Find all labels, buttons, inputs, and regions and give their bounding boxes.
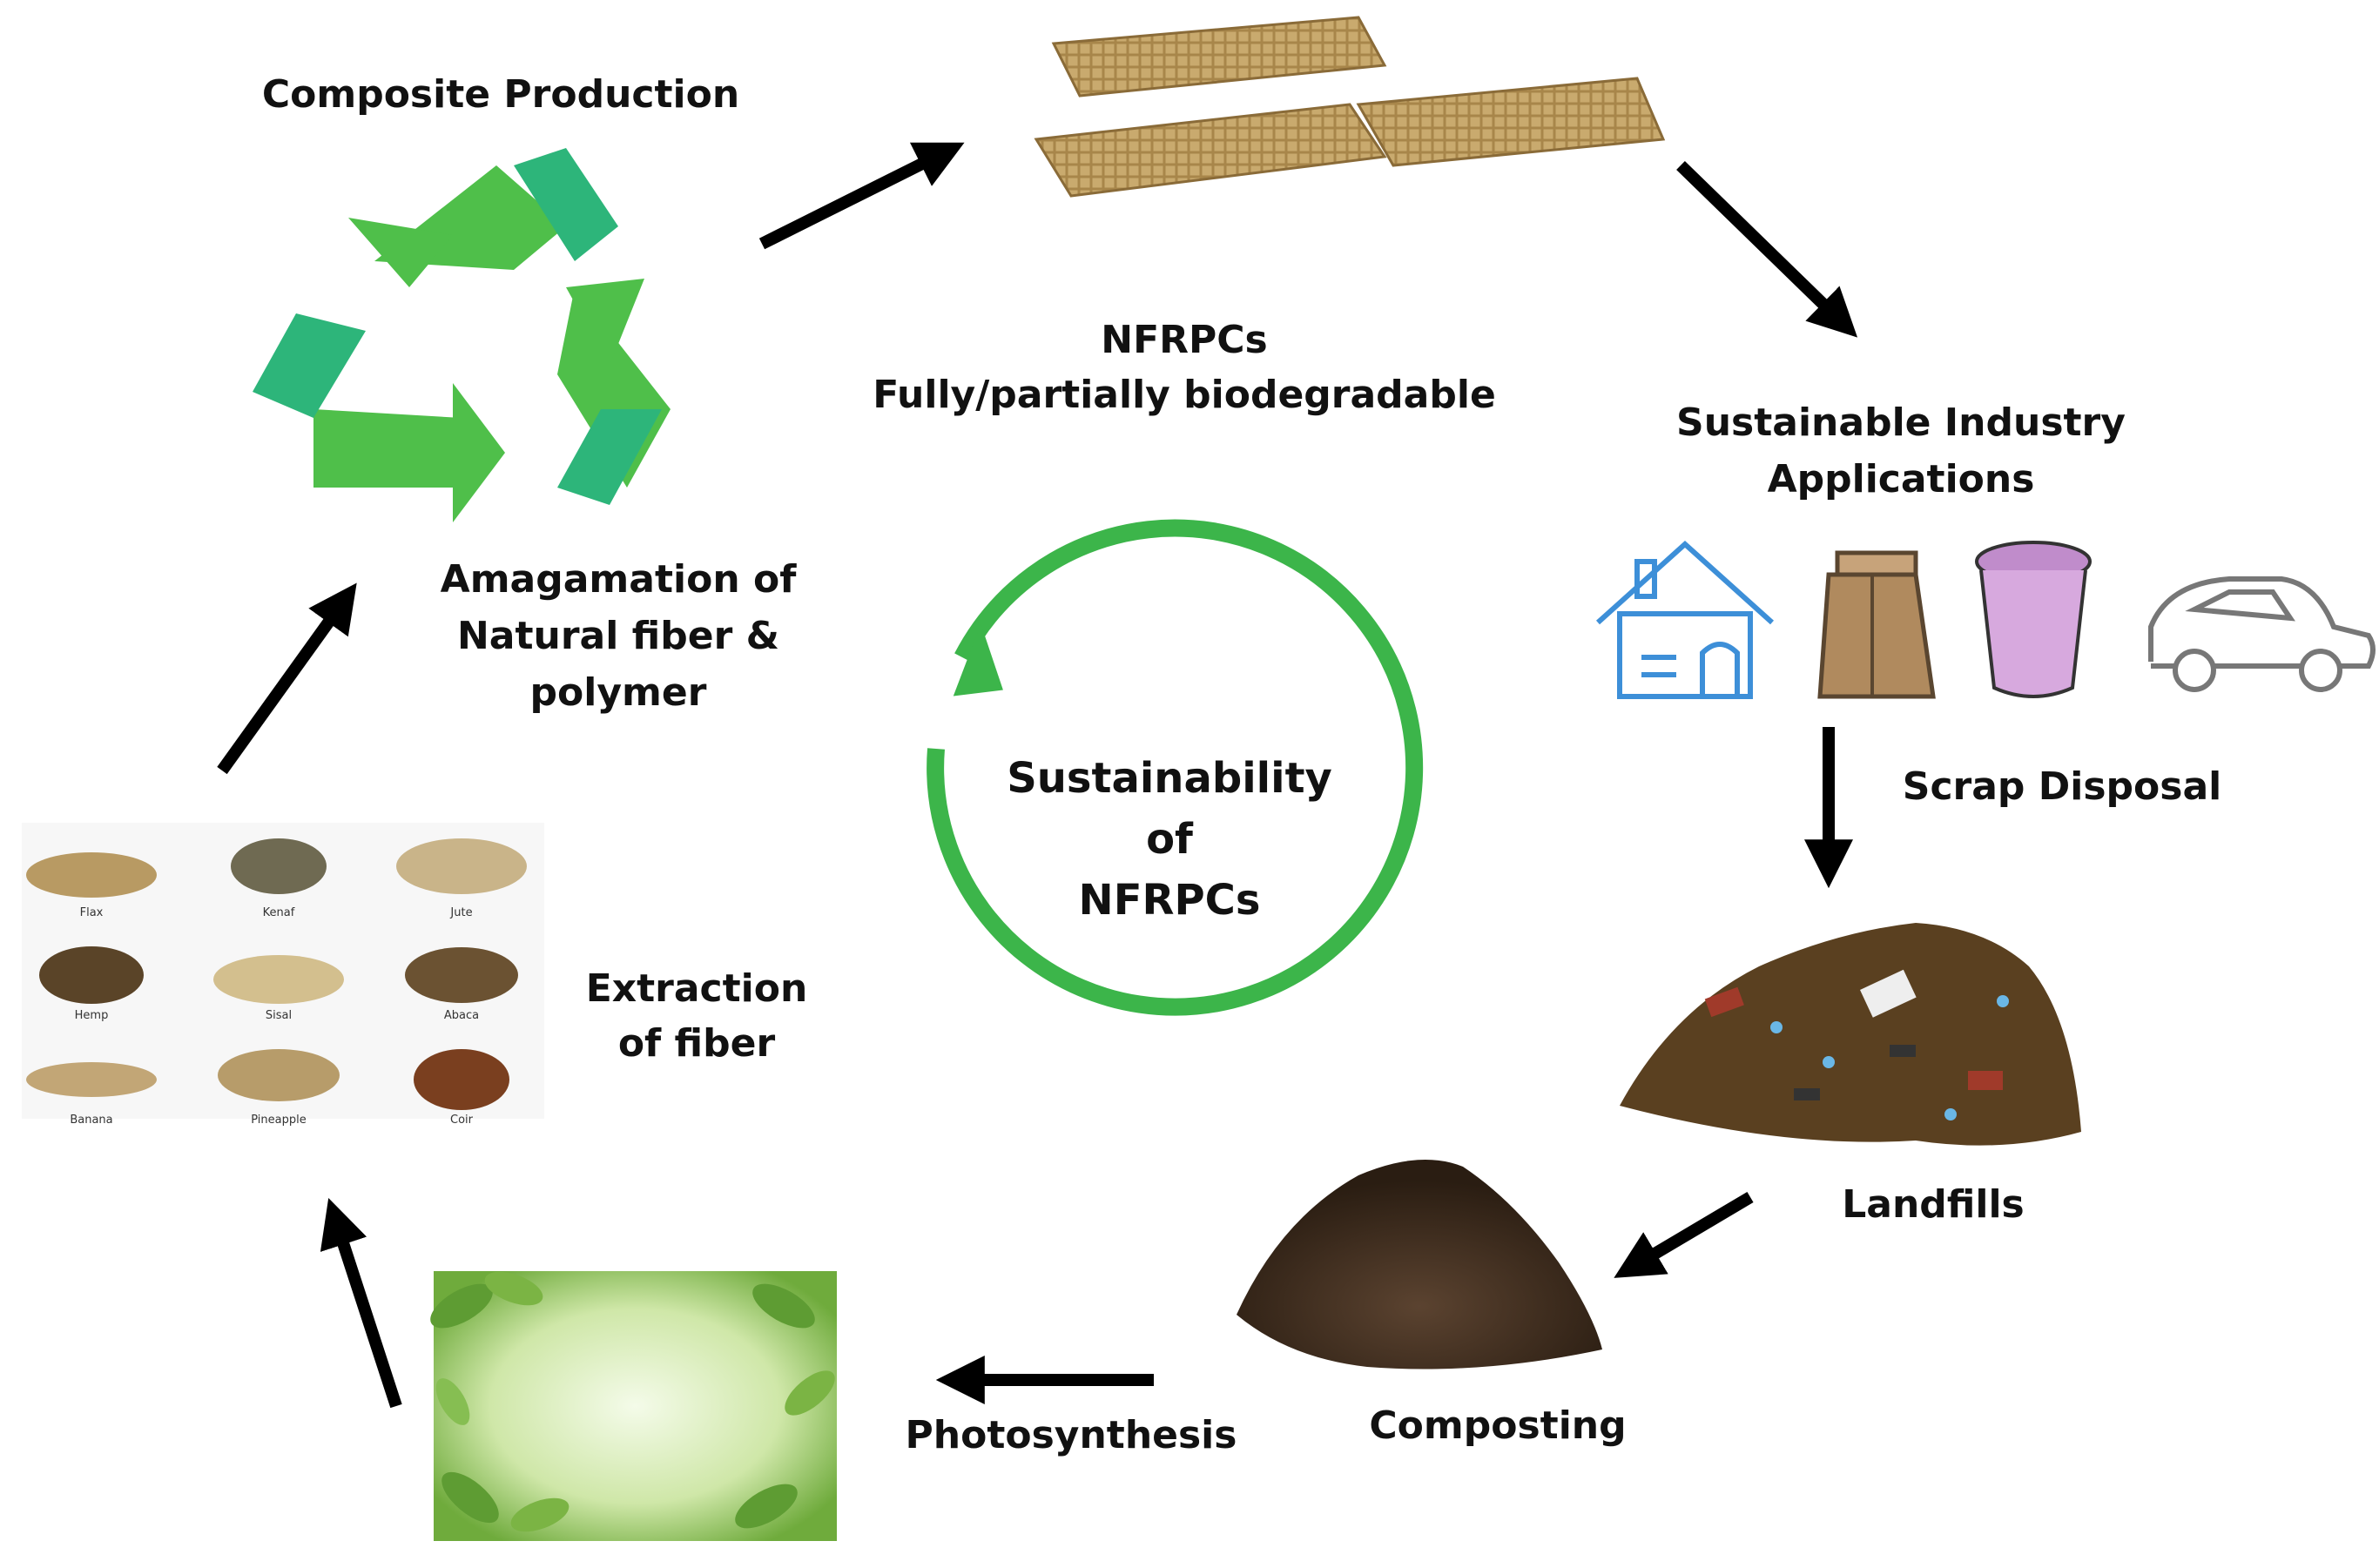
arrow-to-nfrpcs [758, 142, 965, 250]
house-icon [1595, 540, 1775, 699]
sustainable-applications-label-line2: Applications [1768, 457, 2035, 501]
sustainable-applications-label-line1: Sustainable Industry [1676, 400, 2126, 445]
center-label-line2: of [1146, 815, 1194, 864]
fiber-name-coir: Coir [450, 1114, 474, 1127]
center-cycle-arrow [927, 519, 1424, 1016]
arrow-to-amalgamation [217, 582, 357, 775]
extraction-label-line1: Extraction [586, 966, 808, 1011]
recycle-icon [253, 148, 671, 522]
fiber-name-banana: Banana [70, 1114, 112, 1127]
natural-fibers-image: Flax Kenaf Jute Hemp Sisal Abaca Banana … [22, 823, 544, 1127]
center-label-line1: Sustainability [1007, 754, 1332, 803]
fiber-name-abaca: Abaca [444, 1009, 479, 1022]
fiber-name-kenaf: Kenaf [263, 906, 295, 919]
landfill-image [1620, 923, 2081, 1146]
fiber-name-jute: Jute [449, 906, 472, 919]
compost-pile-image [1237, 1160, 1602, 1369]
fiber-name-hemp: Hemp [75, 1009, 109, 1022]
composite-production-label: Composite Production [262, 72, 739, 117]
leaves-photosynthesis-image [430, 1271, 837, 1541]
arrow-to-applications [1676, 160, 1858, 338]
fiber-name-flax: Flax [80, 906, 104, 919]
nfrpcs-label: NFRPCs [1101, 318, 1268, 362]
container-icon [1975, 541, 2092, 698]
amalgamation-label-line2: Natural fiber & [457, 614, 779, 658]
fiber-name-sisal: Sisal [266, 1009, 292, 1022]
scrap-disposal-label: Scrap Disposal [1903, 764, 2221, 809]
composting-label: Composting [1369, 1403, 1626, 1448]
paper-bag-icon [1817, 550, 1936, 699]
biodegradable-label: Fully/partially biodegradable [873, 373, 1496, 417]
amalgamation-label-line1: Amagamation of [441, 557, 798, 602]
landfills-label: Landfills [1842, 1182, 2025, 1227]
car-icon [2148, 576, 2376, 692]
amalgamation-label-line3: polymer [530, 670, 707, 715]
nfrpc-mats-image [1034, 16, 1666, 198]
photosynthesis-label: Photosynthesis [906, 1413, 1237, 1457]
extraction-label-line2: of fiber [618, 1021, 776, 1066]
fiber-name-pineapple: Pineapple [251, 1114, 306, 1127]
arrow-to-composting [1614, 1191, 1754, 1278]
center-label-line3: NFRPCs [1079, 876, 1261, 925]
arrow-to-extraction [320, 1198, 402, 1409]
